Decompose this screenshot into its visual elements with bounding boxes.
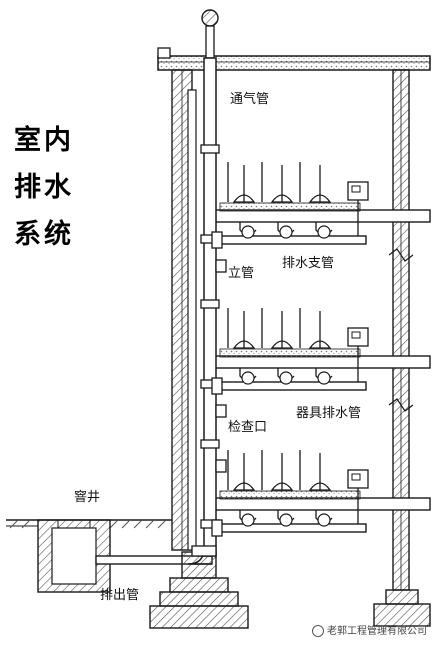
title-line-2: 排水	[14, 172, 74, 203]
floor-slab-2	[209, 355, 431, 369]
label-manhole: 窨井	[74, 490, 101, 505]
drain-branch-pipe	[215, 235, 367, 245]
branch-tee	[211, 231, 223, 249]
wall-break-mark	[388, 398, 414, 412]
floor-drain-grate	[351, 473, 361, 481]
watermark-logo-icon	[312, 625, 324, 637]
branch-tee	[211, 377, 223, 395]
roof-parapet	[157, 47, 171, 59]
ground-hatch	[9, 519, 167, 529]
trap-bend	[279, 225, 293, 239]
floor-slab-3	[209, 209, 431, 223]
branch-tee	[211, 519, 223, 537]
floor-drain-grate	[351, 185, 361, 193]
trap-bend	[317, 513, 331, 527]
trap-bend	[317, 371, 331, 385]
drain-branch-pipe	[215, 381, 367, 391]
floor-slab-1	[209, 497, 431, 511]
drain-branch-pipe	[215, 523, 367, 533]
vent-cap	[201, 9, 219, 27]
roof-slab	[157, 55, 431, 71]
label-vent-pipe: 通气管	[230, 92, 270, 107]
watermark-text: 老郭工程管理有限公司	[327, 626, 427, 637]
cleanout	[215, 259, 227, 473]
label-cleanout: 检查口	[228, 420, 268, 435]
vent-pipe	[187, 89, 197, 551]
label-fixture-drain: 器具排水管	[296, 406, 362, 421]
label-drain-branch: 排水支管	[282, 256, 335, 271]
watermark: 老郭工程管理有限公司	[312, 622, 427, 637]
label-stack: 立管	[228, 266, 255, 281]
title-line-3: 系统	[14, 219, 74, 250]
title-line-1: 室内	[14, 125, 74, 156]
floor-drain-grate	[351, 331, 361, 339]
trap-bend	[279, 371, 293, 385]
trap-bend	[241, 371, 255, 385]
label-outlet-pipe: 排出管	[100, 588, 140, 603]
trap-bend	[317, 225, 331, 239]
trap-bend	[241, 225, 255, 239]
right-footing	[373, 589, 431, 627]
trap-bend	[279, 513, 293, 527]
trap-bend	[241, 513, 255, 527]
wall-break-mark	[388, 248, 414, 262]
